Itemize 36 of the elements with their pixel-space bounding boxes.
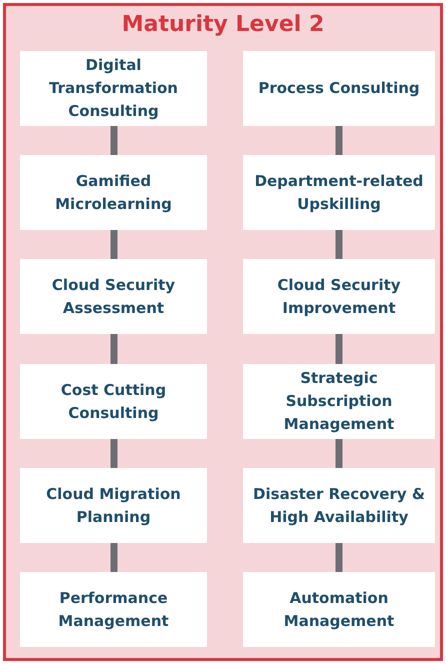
service-box	[243, 155, 435, 230]
service-box	[20, 364, 207, 439]
service-label: Disaster Recovery & High Availability	[252, 484, 426, 528]
service-box	[243, 572, 435, 647]
panel-title: Maturity Level 2	[122, 12, 324, 37]
connector-line	[336, 126, 342, 155]
service-label: Automation Management	[282, 588, 396, 632]
service-box	[243, 468, 435, 543]
service-label: Strategic Subscription Management	[282, 368, 396, 435]
connector-line	[336, 230, 342, 259]
connector-line	[110, 126, 118, 155]
service-label: Cloud Security Assessment	[50, 274, 176, 318]
service-box	[243, 51, 435, 126]
service-label: Process Consulting	[258, 78, 420, 99]
connector-line	[336, 439, 342, 468]
service-box	[243, 364, 435, 439]
service-label: Cloud Security Improvement	[276, 274, 402, 318]
service-label: Cloud Migration Planning	[45, 484, 182, 528]
service-box	[20, 572, 207, 647]
connector-line	[336, 543, 342, 572]
service-box	[20, 468, 207, 543]
service-box	[20, 51, 207, 126]
service-box	[20, 155, 207, 230]
service-label: Department-related Upskilling	[254, 170, 424, 214]
service-label: Cost Cutting Consulting	[60, 380, 168, 424]
service-label: Digital Transformation Consulting	[48, 55, 179, 122]
connector-line	[110, 230, 118, 259]
service-box	[243, 259, 435, 334]
service-label: Performance Management	[57, 588, 170, 632]
connector-line	[110, 439, 118, 468]
service-label: Gamified Microlearning	[54, 170, 173, 214]
connector-line	[336, 334, 342, 364]
connector-line	[110, 334, 118, 364]
service-box	[20, 259, 207, 334]
connector-line	[110, 543, 118, 572]
level-panel	[3, 3, 443, 661]
